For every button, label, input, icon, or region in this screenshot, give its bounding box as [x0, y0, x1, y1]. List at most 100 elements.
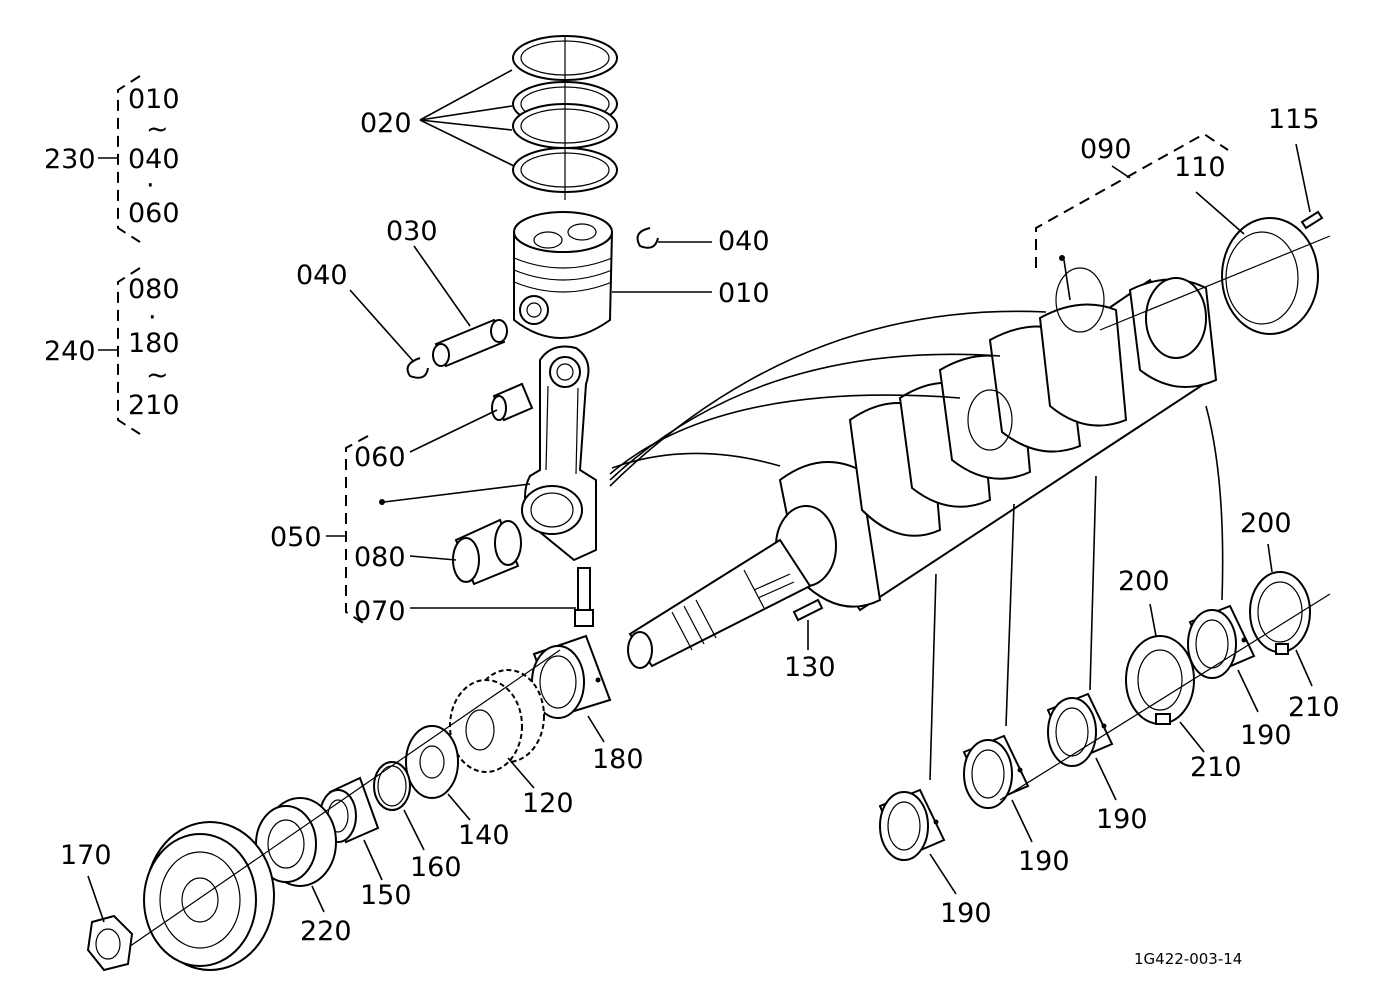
conrod-bolt — [574, 567, 594, 627]
main-bearing-190-c — [1046, 692, 1114, 767]
leader-180 — [587, 715, 605, 743]
label-110: 110 — [1174, 152, 1226, 183]
leader-140 — [447, 793, 471, 821]
dowel-pin — [1300, 210, 1324, 230]
connecting-rod — [521, 345, 597, 562]
front-bearing-180 — [531, 634, 612, 719]
kit-240-group: 240 080 · 180 ~ 210 — [44, 267, 180, 435]
main-bearing-190-d — [1187, 604, 1256, 679]
piston — [513, 211, 614, 339]
leader-170 — [87, 875, 105, 923]
kit-240-line-1: 080 — [128, 274, 180, 305]
leader-190-d — [1237, 669, 1259, 713]
leader-190-a — [929, 853, 957, 895]
kit-240-number: 240 — [44, 336, 96, 367]
leader-110 — [1195, 191, 1245, 235]
kit-230-line-3: 060 — [128, 198, 180, 229]
label-080: 080 — [354, 542, 406, 573]
label-140: 140 — [458, 820, 510, 851]
leader-200-center — [1149, 603, 1157, 637]
crankpin-bearing — [452, 518, 522, 586]
leader-160 — [403, 809, 425, 851]
label-200-center: 200 — [1118, 566, 1170, 597]
leader-080 — [409, 555, 457, 561]
label-020: 020 — [360, 108, 412, 139]
kit-240-line-3: 210 — [128, 390, 180, 421]
kit-230-line-1: 010 — [128, 84, 180, 115]
leader-120 — [507, 757, 535, 789]
oil-seal-220 — [255, 797, 337, 887]
label-115: 115 — [1268, 104, 1320, 135]
kit-230-number: 230 — [44, 144, 96, 175]
o-ring-160 — [373, 761, 411, 811]
leader-090-dot — [1063, 259, 1071, 301]
leader-220 — [311, 885, 325, 913]
label-040-left: 040 — [296, 260, 348, 291]
kit-230-line-2: 040 — [128, 144, 180, 175]
main-bearing-190-a — [878, 788, 946, 861]
label-190-b: 190 — [1018, 846, 1070, 877]
piston-rings — [512, 35, 618, 200]
leader-200-rear — [1267, 543, 1273, 573]
kit-090-dot — [1059, 255, 1065, 261]
leader-210-rear — [1295, 649, 1313, 687]
label-190-c: 190 — [1096, 804, 1148, 835]
circlip-left — [406, 357, 429, 379]
main-bearing-190-b — [962, 734, 1030, 809]
label-130: 130 — [784, 652, 836, 683]
leader-190-c — [1095, 757, 1117, 801]
label-200-rear: 200 — [1240, 508, 1292, 539]
drawing-code: 1G422-003-14 — [1134, 950, 1242, 968]
thrust-washer-rear — [999, 571, 1331, 801]
label-220: 220 — [300, 916, 352, 947]
nut-170 — [86, 914, 134, 972]
kit-230-group: 230 010 ~ 040 · 060 — [44, 75, 180, 243]
crankshaft — [627, 267, 1218, 669]
leader-190-b — [1011, 799, 1033, 843]
label-160: 160 — [410, 852, 462, 883]
small-end-bushing — [491, 382, 534, 422]
leader-210-center — [1179, 721, 1205, 753]
rear-oil-seal — [1099, 217, 1331, 335]
label-190-a: 190 — [940, 898, 992, 929]
leader-115 — [1295, 143, 1311, 213]
label-210-center: 210 — [1190, 752, 1242, 783]
label-150: 150 — [360, 880, 412, 911]
kit-050-bracket — [345, 435, 369, 627]
leader-060 — [409, 409, 498, 453]
label-050: 050 — [270, 522, 322, 553]
circlip-right — [636, 227, 659, 249]
piston-pin — [432, 318, 508, 368]
label-170: 170 — [60, 840, 112, 871]
kit-090-tick — [1111, 165, 1131, 179]
leader-050-dot — [383, 483, 531, 503]
woodruff-key — [792, 598, 824, 622]
leader-030 — [413, 245, 471, 327]
kit-240-line-2: 180 — [128, 328, 180, 359]
label-010: 010 — [718, 278, 770, 309]
thrust-washer-center — [1125, 635, 1195, 725]
label-030: 030 — [386, 216, 438, 247]
label-040-right: 040 — [718, 226, 770, 257]
kit-050-dot — [379, 499, 385, 505]
kit-240-sep-2: ~ — [146, 360, 169, 391]
kit-090-bracket — [1035, 132, 1229, 268]
label-120: 120 — [522, 788, 574, 819]
pulley — [109, 649, 561, 971]
label-070: 070 — [354, 596, 406, 627]
gear-120 — [449, 669, 545, 773]
label-180: 180 — [592, 744, 644, 775]
label-090: 090 — [1080, 134, 1132, 165]
kit-230-sep-1: ~ — [146, 114, 169, 145]
kit-230-sep-2: · — [146, 170, 155, 201]
assembly-arrows — [609, 310, 1224, 781]
collar-140 — [405, 725, 459, 799]
label-210-rear: 210 — [1288, 692, 1340, 723]
label-020-leaders — [419, 69, 515, 167]
label-190-d: 190 — [1240, 720, 1292, 751]
kit-240-sep-1: · — [148, 302, 157, 333]
label-060: 060 — [354, 442, 406, 473]
leader-040-left — [349, 289, 415, 363]
leader-150 — [363, 839, 383, 881]
